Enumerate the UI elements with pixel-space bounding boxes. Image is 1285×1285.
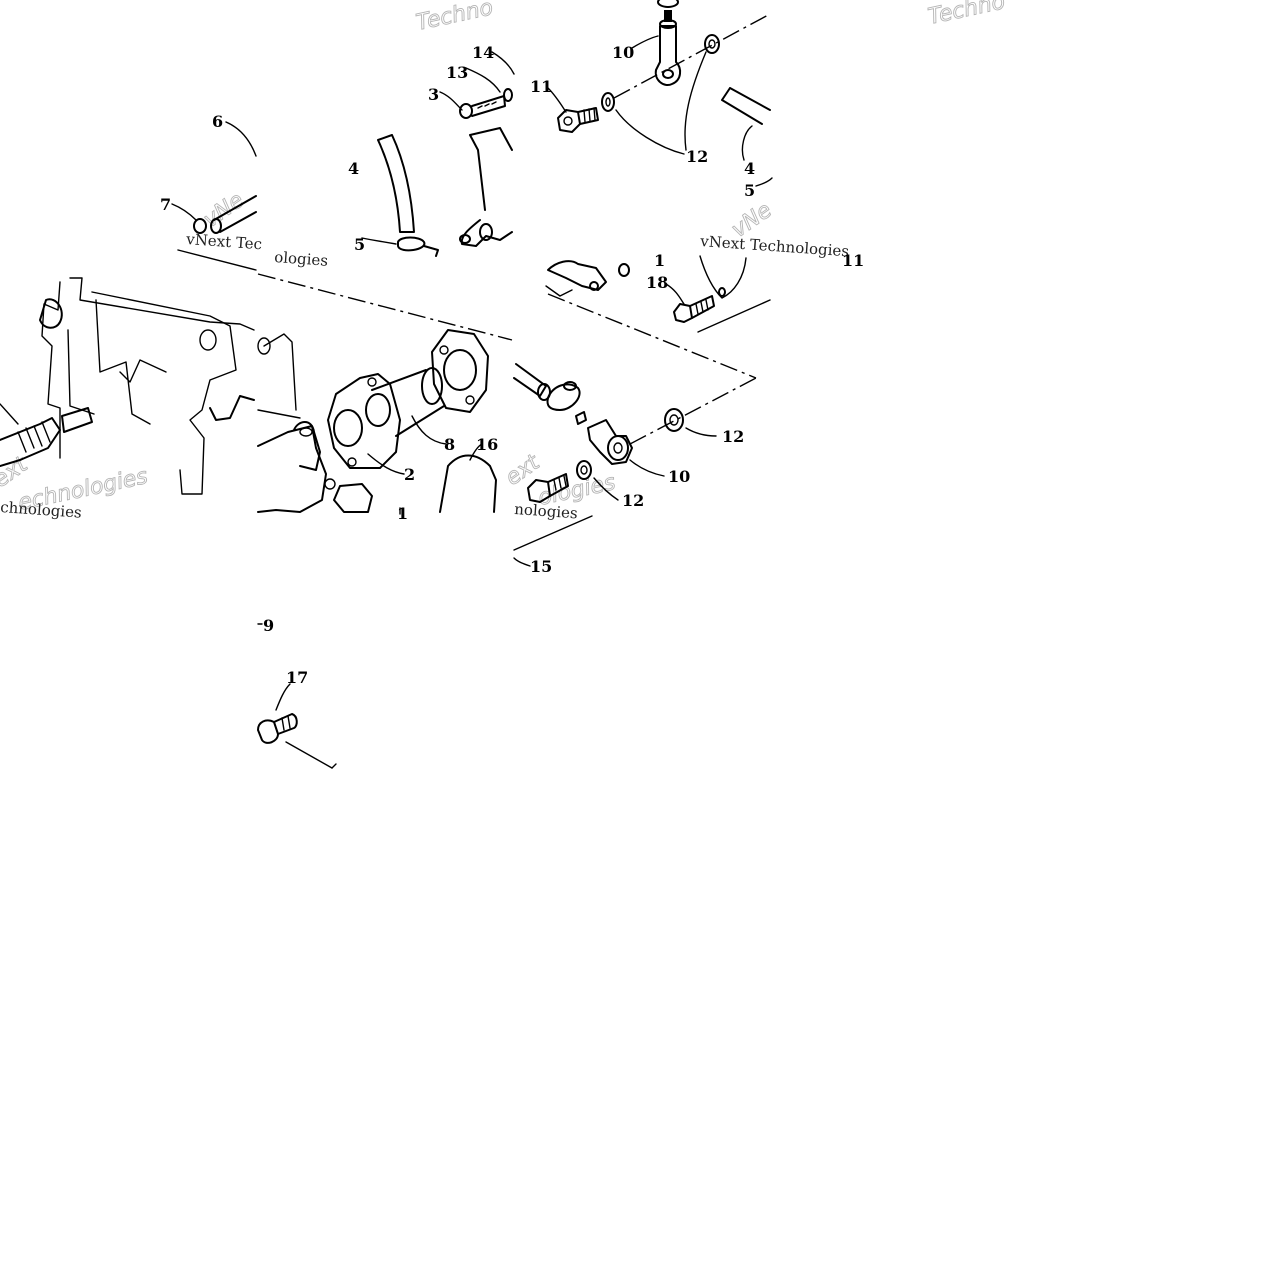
- callout-18: 18: [646, 273, 668, 292]
- oring-part-7: [193, 218, 207, 234]
- hose-part-4: [377, 134, 415, 233]
- hose-part-small: [513, 363, 547, 397]
- bolt-part-18: [673, 295, 715, 323]
- washer-part-12-right: [664, 408, 684, 432]
- hose-part-4-right: [721, 87, 771, 125]
- callout-17: 17: [286, 668, 308, 687]
- clamp-part: [546, 383, 581, 411]
- cover-part-16: [439, 454, 497, 513]
- washer-part-12-top: [704, 34, 720, 54]
- callout-8: 8: [444, 435, 455, 454]
- callout-6: 6: [212, 112, 223, 131]
- callout-9: 9: [263, 616, 274, 635]
- bracket-outline: [460, 127, 513, 247]
- fitting-outline: [547, 260, 607, 291]
- watermark-ext-mid: ext: [501, 449, 545, 490]
- hose-part-6: [213, 195, 257, 233]
- watermark-ext-left: ext: [0, 451, 33, 492]
- tile-lower-left: [257, 623, 337, 769]
- callout-11-top: 11: [530, 77, 552, 96]
- callout-13: 13: [446, 63, 468, 82]
- callout-12-low: 12: [622, 491, 644, 510]
- callout-7: 7: [160, 195, 171, 214]
- washer-part-12-mid: [601, 92, 615, 112]
- banjo-fitting-part-10-mid: [587, 419, 633, 465]
- callout-1: 1: [654, 251, 665, 270]
- watermark-vnext-text-2: vNext Technologies: [699, 232, 850, 260]
- callout-5-left: 5: [354, 235, 365, 254]
- callout-15: 15: [530, 557, 552, 576]
- callout-14: 14: [472, 43, 494, 62]
- tile-top-right: [547, 0, 773, 187]
- tile-center-right: [513, 363, 757, 567]
- clamp-part-5: [397, 236, 439, 257]
- tile-middle-left: [0, 277, 271, 495]
- callout-5-right: 5: [744, 181, 755, 200]
- callout-10-top: 10: [612, 43, 634, 62]
- callout-12-top: 12: [686, 147, 708, 166]
- callout-4-right: 4: [744, 159, 755, 178]
- bolt-part-17: [257, 713, 298, 744]
- pipe-part: [371, 369, 445, 437]
- callout-3: 3: [428, 85, 439, 104]
- watermark-chnologies-text: chnologies: [0, 498, 82, 522]
- callout-1-bottom: 1: [397, 504, 408, 523]
- bolt-part-11-low: [527, 473, 569, 503]
- watermark-vnext-text-1: vNext Tec: [185, 230, 263, 253]
- banjo-fitting-part-10: [654, 0, 682, 86]
- tile-top-left: [171, 121, 257, 271]
- callout-11-right: 11: [842, 251, 864, 270]
- washer-part-12-low: [576, 460, 592, 480]
- watermark-ologies-text-1: ologies: [274, 248, 329, 270]
- flange-part-2: [327, 373, 401, 469]
- callout-16: 16: [476, 435, 498, 454]
- watermark-nologies-text: nologies: [514, 500, 579, 522]
- bolt-part-3: [459, 95, 506, 119]
- tile-center: [257, 273, 513, 515]
- callout-2: 2: [404, 465, 415, 484]
- tile-middle-right: [545, 255, 771, 379]
- tile-top-middle: [361, 51, 515, 257]
- callout-4-left: 4: [348, 159, 359, 178]
- carb-body: [257, 425, 327, 513]
- gasket-part-8: [431, 329, 489, 413]
- watermark-techno-top: Techno: [414, 0, 495, 36]
- callout-12-right: 12: [722, 427, 744, 446]
- bolt-part-11-top: [557, 107, 599, 133]
- washer-part-14: [503, 88, 513, 102]
- callout-10-mid: 10: [668, 467, 690, 486]
- watermark-techno-right: Techno: [926, 0, 1007, 30]
- shaft-part: [0, 417, 61, 467]
